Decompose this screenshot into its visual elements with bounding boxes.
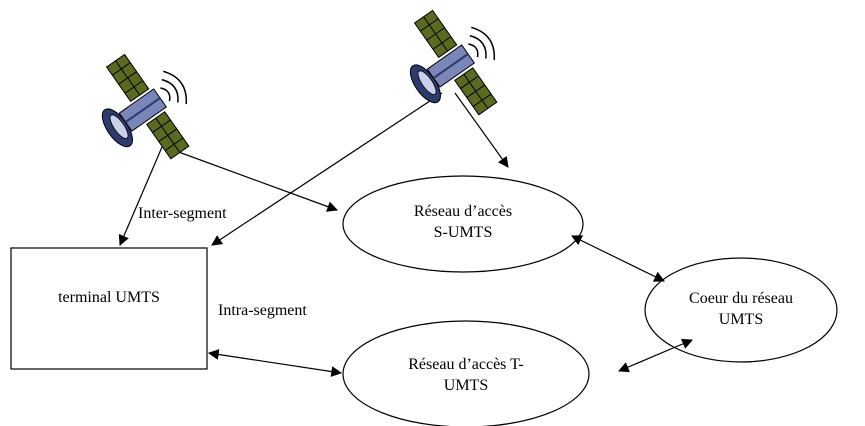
t-umts-node-label-line1: Réseau d’accès T- bbox=[408, 356, 524, 373]
core-node-label-line2: UMTS bbox=[718, 311, 764, 328]
sat1-to-terminal-link bbox=[118, 146, 163, 246]
s-umts-node-label-line2: S-UMTS bbox=[433, 224, 493, 241]
intra-segment-label: Intra-segment bbox=[218, 302, 307, 319]
t-umts-access-network-node bbox=[342, 320, 590, 426]
satellite-icon bbox=[409, 9, 498, 116]
sat2-to-terminal-link bbox=[211, 92, 443, 246]
umts-core-network-node bbox=[644, 257, 838, 363]
s-umts-node-label-line1: Réseau d’accès bbox=[413, 203, 513, 220]
inter-segment-label: Inter-segment bbox=[138, 205, 227, 222]
core-node-label-line1: Coeur du réseau bbox=[689, 290, 793, 307]
t-umts-core-link bbox=[618, 338, 693, 373]
sat2-to-s-umts-link bbox=[454, 92, 509, 168]
sat1-to-s-umts-link bbox=[164, 146, 339, 212]
terminal-t-umts-link bbox=[207, 349, 343, 377]
satellite-icon bbox=[101, 53, 190, 160]
terminal-umts-label: terminal UMTS bbox=[58, 289, 160, 306]
terminal-umts-box bbox=[10, 247, 208, 370]
s-umts-core-link bbox=[571, 235, 665, 282]
s-umts-access-network-node bbox=[342, 175, 584, 273]
t-umts-node-label-line2: UMTS bbox=[443, 377, 489, 394]
